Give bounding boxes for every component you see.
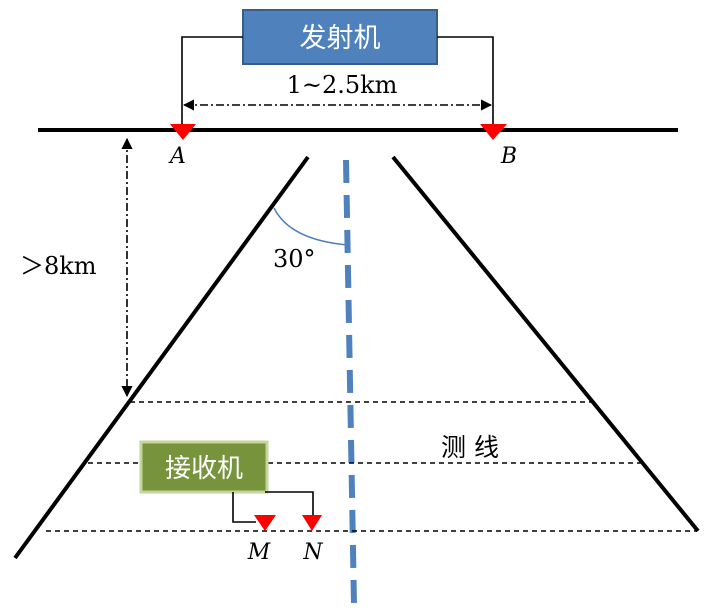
electrode-b-marker bbox=[480, 124, 507, 140]
electrode-m-label: M bbox=[247, 540, 271, 565]
cone-left-boundary bbox=[13, 155, 310, 560]
spacing-label: 1~2.5km bbox=[287, 71, 398, 99]
receiver-box: 接收机 bbox=[139, 440, 269, 494]
survey-line-label: 测 线 bbox=[441, 433, 499, 462]
receiver-label: 接收机 bbox=[165, 454, 243, 484]
receiver-wire-m bbox=[232, 492, 256, 523]
cone-right-boundary bbox=[391, 155, 700, 533]
electrode-n-marker bbox=[302, 515, 322, 531]
receiver-wire-n bbox=[265, 491, 314, 516]
electrode-m-marker bbox=[254, 515, 276, 531]
electrode-n-label: N bbox=[302, 540, 323, 565]
electrode-a-label: A bbox=[168, 144, 186, 169]
transmitter-wire-b bbox=[437, 36, 494, 124]
depth-label: ＞8km bbox=[20, 252, 97, 280]
transmitter-wire-a bbox=[181, 36, 243, 124]
electrode-b-label: B bbox=[500, 144, 517, 169]
center-axis-line bbox=[343, 159, 357, 606]
angle-arc bbox=[273, 207, 349, 246]
transmitter-box: 发射机 bbox=[242, 9, 438, 65]
electrode-a-marker bbox=[170, 124, 196, 140]
angle-label: 30° bbox=[273, 245, 316, 273]
transmitter-label: 发射机 bbox=[300, 23, 381, 54]
